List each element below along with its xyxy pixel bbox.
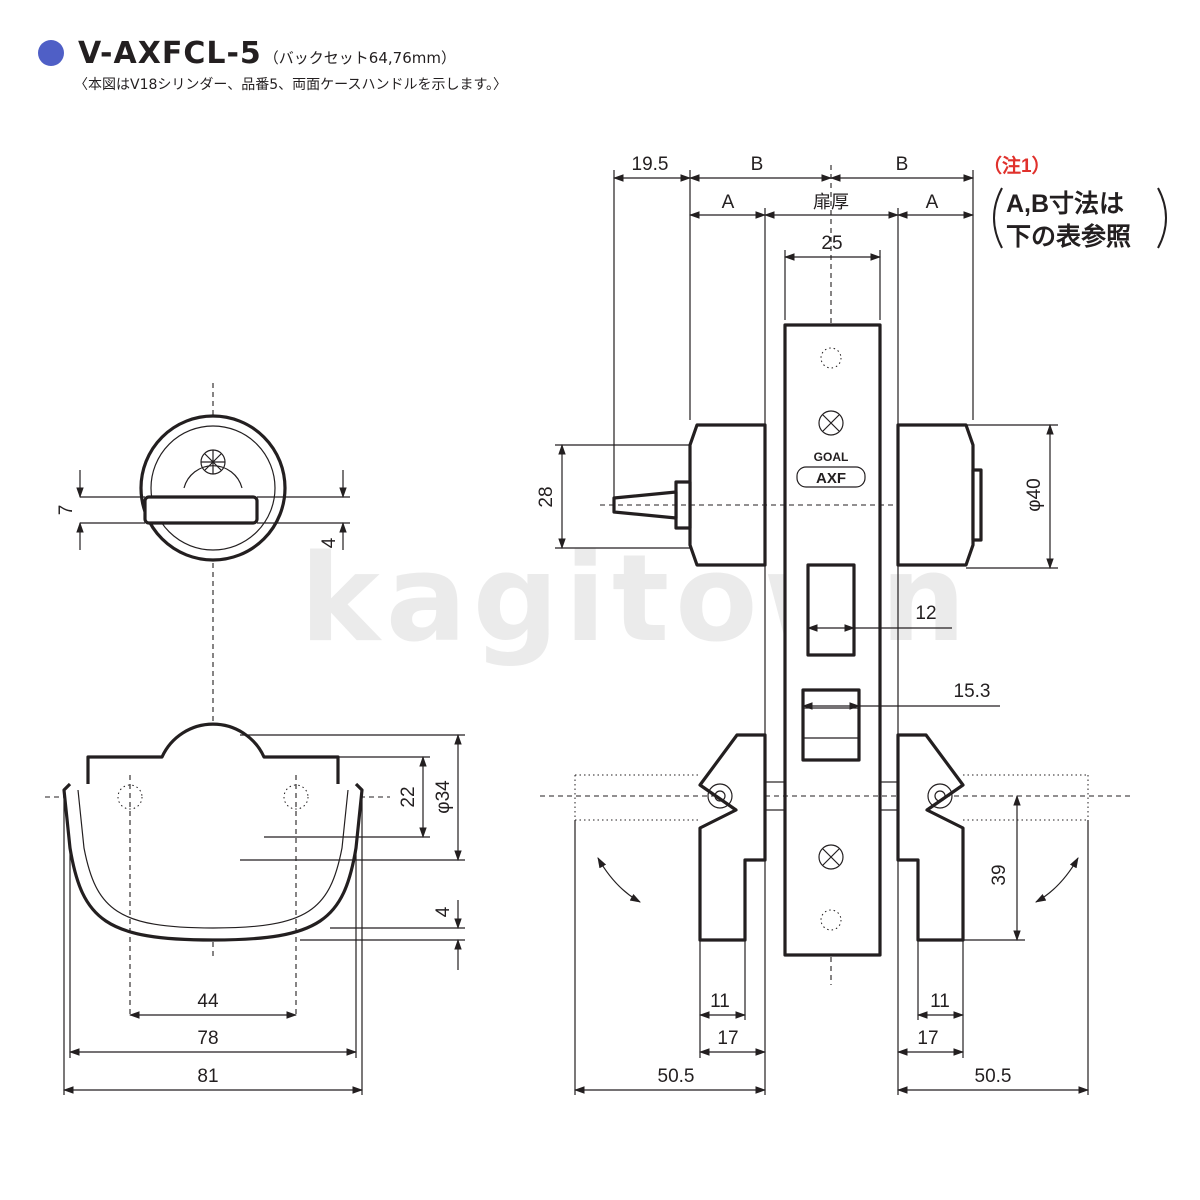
left-pivot-outer	[707, 783, 733, 809]
dim-phi34-label: φ34	[433, 780, 454, 814]
handle-grip-loop	[62, 782, 364, 942]
keyhole-star-icon	[201, 450, 225, 474]
dim-11-right-label: 11	[930, 991, 950, 1012]
product-badge	[796, 466, 866, 488]
product-badge-text: AXF	[816, 470, 846, 487]
right-pivot-inner	[934, 790, 946, 802]
cylinder-inner-ring	[150, 425, 276, 551]
note-1: （注1） A,B寸法は 下の表参照	[983, 154, 1167, 251]
dim-11-left-label: 11	[710, 991, 730, 1012]
dim-B-left-label: B	[751, 154, 764, 175]
dim-50-5-left-label: 50.5	[658, 1066, 695, 1087]
note-right-paren	[1157, 187, 1167, 249]
screw-right	[283, 784, 309, 810]
dim-17-left-label: 17	[717, 1028, 738, 1049]
screw-bottom-icon	[818, 844, 844, 870]
right-rotation-arrow	[1035, 857, 1079, 903]
dim-4-bottom-label: 4	[433, 906, 454, 917]
screw-top-icon	[818, 410, 844, 436]
handle-grip-inner	[77, 789, 349, 929]
left-pivot-inner	[714, 790, 726, 802]
dim-A-left-label: A	[722, 192, 735, 213]
dim-15-3-label: 15.3	[954, 681, 991, 702]
brand-logo: GOAL	[814, 450, 849, 464]
left-case-handle	[698, 733, 767, 942]
dim-28-label: 28	[536, 486, 557, 507]
bullet-dot	[38, 40, 64, 66]
subtitle: 〈本図はV18シリンダー、品番5、両面ケースハンドルを示します。〉	[74, 77, 508, 93]
outside-cylinder-housing	[688, 423, 767, 567]
dim-25-label: 25	[821, 233, 842, 254]
right-pivot-outer	[927, 783, 953, 809]
model-title: V-AXFCL-5（バックセット64,76mm）	[78, 36, 456, 71]
dim-door-thickness-label: 扉厚	[813, 192, 849, 212]
dim-78-label: 78	[197, 1028, 218, 1049]
dim-50-5-right-label: 50.5	[975, 1066, 1012, 1087]
dim-44-label: 44	[197, 991, 219, 1012]
dim-81-label: 81	[197, 1066, 218, 1087]
right-case-handle	[896, 733, 965, 942]
side-view: 19.5 B B A 扉厚 A 25 GOAL AXF	[536, 154, 1130, 1095]
left-rotation-arrow	[597, 857, 641, 903]
cylinder-face-view: 7 4	[56, 383, 350, 735]
note-1-line2: 下の表参照	[1006, 222, 1131, 251]
dim-39-label: 39	[989, 864, 1010, 885]
case-handle-view: 22 φ34 4 44 78 81	[45, 722, 465, 1095]
deadbolt-opening	[801, 688, 861, 762]
dim-22-label: 22	[398, 786, 419, 807]
note-1-line1: A,B寸法は	[1006, 190, 1124, 218]
dim-B-right-label: B	[896, 154, 909, 175]
cylinder-outer-ring	[139, 414, 287, 562]
latch-opening	[806, 563, 856, 657]
dim-4-top-label: 4	[319, 537, 340, 548]
backset-text: （バックセット64,76mm）	[263, 49, 456, 67]
dim-19-5-label: 19.5	[632, 154, 669, 175]
screw-left	[117, 784, 143, 810]
dim-7-label: 7	[56, 505, 77, 516]
dim-17-right-label: 17	[917, 1028, 938, 1049]
note-1-title: （注1）	[983, 154, 1051, 177]
thumbturn-cap	[971, 468, 983, 542]
inside-thumbturn-housing	[896, 423, 975, 567]
dim-phi40-label: φ40	[1024, 478, 1045, 511]
dim-12-label: 12	[915, 603, 936, 624]
dim-A-right-label: A	[926, 192, 939, 213]
note-left-paren	[993, 187, 1003, 249]
turn-knob-bar	[143, 495, 259, 525]
